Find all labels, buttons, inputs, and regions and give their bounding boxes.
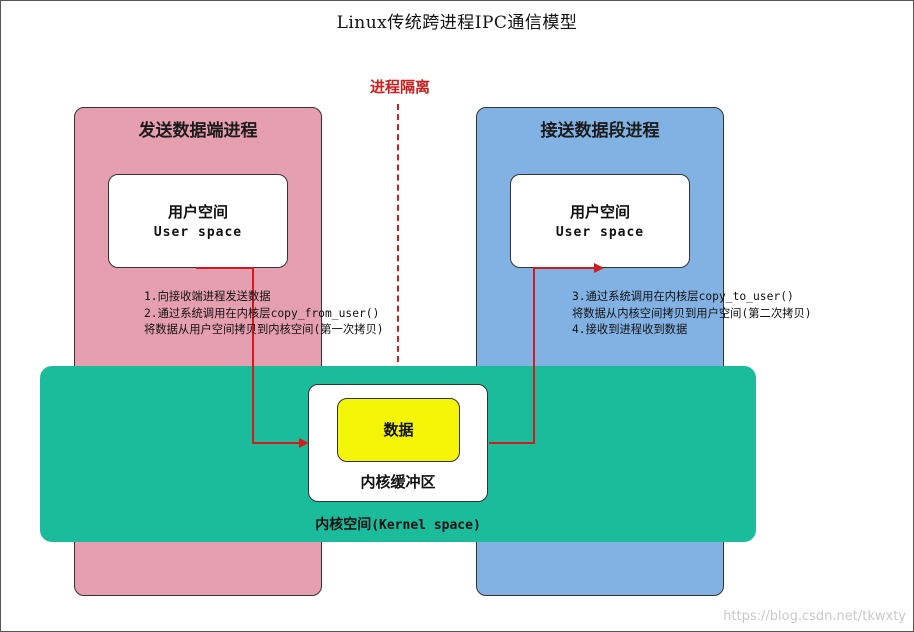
- sender-process-box: 发送数据端进程 用户空间 User space: [74, 107, 322, 596]
- sender-user-space-box: 用户空间 User space: [108, 174, 288, 268]
- process-isolation-label: 进程隔离: [369, 78, 430, 96]
- watermark-text: https://blog.csdn.net/tkwxty: [723, 609, 906, 624]
- sender-note-line: 2.通过系统调用在内核层copy_from_user(): [144, 306, 380, 320]
- receiver-user-space-box: 用户空间 User space: [510, 174, 690, 268]
- sender-note-line: 将数据从用户空间拷贝到内核空间(第一次拷贝): [144, 323, 384, 336]
- receiver-notes: 3.通过系统调用在内核层copy_to_user() 将数据从内核空间拷贝到用户空…: [572, 289, 812, 339]
- data-box: 数据: [337, 398, 460, 462]
- receiver-note-line: 3.通过系统调用在内核层copy_to_user(): [572, 290, 794, 303]
- kernel-space-cn-label: 内核空间: [315, 517, 372, 533]
- receiver-note-line: 4.接收到进程收到数据: [572, 323, 688, 336]
- process-isolation-divider: [397, 104, 399, 362]
- sender-note-line: 1.向接收端进程发送数据: [144, 290, 271, 303]
- kernel-buffer-label: 内核缓冲区: [360, 473, 436, 491]
- kernel-space-en-label: (Kernel space): [371, 518, 481, 533]
- kernel-space-label: 内核空间(Kernel space): [40, 514, 756, 534]
- kernel-space-box: 数据 内核缓冲区 内核空间(Kernel space): [40, 366, 756, 542]
- copy-from-user-arrow: [196, 267, 309, 448]
- kernel-buffer-box: 数据 内核缓冲区: [308, 384, 488, 502]
- diagram-title: Linux传统跨进程IPC通信模型: [336, 13, 578, 33]
- receiver-process-title: 接送数据段进程: [540, 121, 660, 141]
- sender-user-space-label: 用户空间: [167, 203, 228, 221]
- receiver-user-space-label: 用户空间: [569, 203, 630, 221]
- copy-to-user-arrow: [489, 263, 604, 444]
- receiver-user-space-en-label: User space: [555, 225, 645, 240]
- receiver-note-line: 将数据从内核空间拷贝到用户空间(第二次拷贝): [572, 306, 812, 320]
- sender-user-space-en-label: User space: [153, 225, 243, 240]
- sender-process-title: 发送数据端进程: [138, 121, 258, 141]
- sender-notes: 1.向接收端进程发送数据 2.通过系统调用在内核层copy_from_user()…: [144, 289, 384, 339]
